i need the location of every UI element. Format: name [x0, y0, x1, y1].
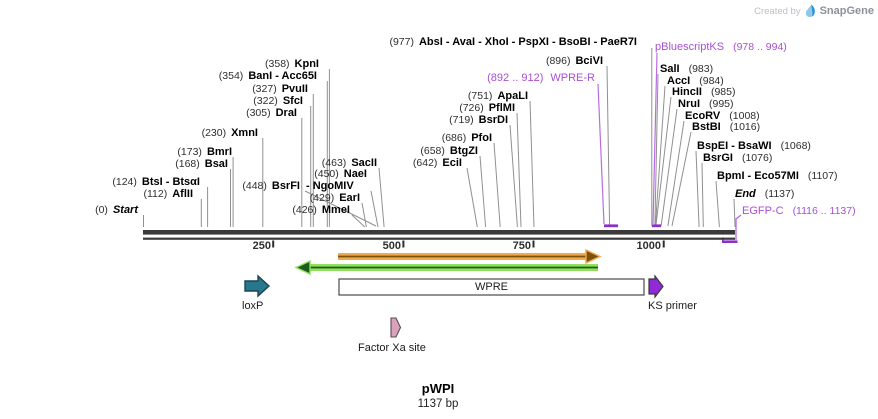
ks-primer-label: KS primer [648, 300, 697, 312]
primer-label-egfp-c[interactable]: EGFP-C(1116 .. 1137) [742, 205, 856, 217]
site-label-bsrfi[interactable]: (448)BsrFI [242, 180, 300, 192]
orange-strand-arrow[interactable] [338, 248, 602, 265]
site-label-eari[interactable]: (429)EarI [309, 192, 360, 204]
site-label-bpmi-eco57mi[interactable]: BpmI - Eco57MI(1107) [717, 170, 838, 182]
ruler-label-500: 500 [382, 240, 401, 252]
site-label-pflmi[interactable]: (726)PflMI [459, 102, 515, 114]
site-label-aflii[interactable]: (112)AflII [143, 188, 193, 200]
site-label-bstbi[interactable]: BstBI(1016) [692, 121, 761, 133]
site-label-end[interactable]: End(1137) [735, 188, 795, 200]
snapgene-logo-icon [805, 4, 815, 18]
site-label-start[interactable]: (0)Start [95, 204, 138, 216]
green-strand-arrow[interactable] [294, 259, 598, 276]
pbluescript-region-mark [652, 224, 661, 228]
ks-primer-feature-arrow[interactable] [648, 274, 664, 299]
site-label-btgzi[interactable]: (658)BtgZI [420, 145, 478, 157]
site-label-mmei[interactable]: (426)MmeI [292, 204, 350, 216]
site-label-kpni[interactable]: (358)KpnI [265, 58, 319, 70]
plasmid-name: pWPI [421, 381, 455, 396]
site-label-naei[interactable]: (450)NaeI [314, 168, 367, 180]
loxp-feature-arrow[interactable] [244, 274, 271, 298]
primer-marks [597, 52, 742, 243]
egfp-c-region-mark [722, 240, 738, 243]
site-label-sfci[interactable]: (322)SfcI [253, 95, 303, 107]
site-label-ecii[interactable]: (642)EciI [412, 157, 462, 169]
created-by-text: Created by [754, 5, 801, 17]
ruler-label-1000: 1000 [636, 240, 661, 252]
factor-xa-feature-arrow[interactable] [390, 317, 402, 338]
site-label-btsi[interactable]: (124)BtsI - BtsαI [112, 176, 200, 188]
site-label-acci[interactable]: AccI(984) [667, 75, 724, 87]
site-label-apali[interactable]: (751)ApaLI [467, 90, 528, 102]
site-label-bsai[interactable]: (168)BsaI [175, 158, 228, 170]
wpre-r-region-mark [604, 224, 618, 228]
site-label-ngomiv[interactable]: - NgoMIV [306, 180, 354, 192]
site-label-bmri[interactable]: (173)BmrI [177, 146, 232, 158]
leader-lines [143, 48, 736, 228]
site-label-pvuii[interactable]: (327)PvuII [252, 83, 308, 95]
loxp-label: loxP [242, 300, 264, 312]
primer-label-wpre-r[interactable]: (892 .. 912)WPRE-R [487, 72, 595, 84]
site-label-bsrgi[interactable]: BsrGI(1076) [703, 152, 773, 164]
factor-xa-label: Factor Xa site [358, 342, 426, 354]
site-label-bani-acc65i[interactable]: (354)BanI - Acc65I [218, 70, 317, 82]
snapgene-brand-text: SnapGene [819, 5, 874, 17]
site-label-xmni[interactable]: (230)XmnI [201, 127, 258, 139]
primer-label-pbluescriptks[interactable]: pBluescriptKS(978 .. 994) [655, 41, 787, 53]
site-label-sacii[interactable]: (463)SacII [321, 157, 377, 169]
ruler-ticks [272, 240, 665, 248]
site-label-hincii[interactable]: HincII(985) [672, 86, 736, 98]
site-label-absi-cluster[interactable]: (977)AbsI - AvaI - XhoI - PspXI - BsoBI … [389, 36, 637, 48]
site-label-bcivi[interactable]: (896)BciVI [545, 55, 603, 67]
ruler-label-750: 750 [512, 240, 531, 252]
wpre-feature-box[interactable] [338, 278, 645, 296]
plasmid-backbone[interactable] [143, 230, 735, 240]
site-label-drai[interactable]: (305)DraI [246, 107, 297, 119]
site-label-sali[interactable]: SalI(983) [660, 63, 714, 75]
plasmid-title-block: pWPI 1137 bp [338, 381, 538, 410]
site-label-pfoi[interactable]: (686)PfoI [441, 132, 492, 144]
site-label-ecorv[interactable]: EcoRV(1008) [685, 110, 760, 122]
site-label-bspei-bsawi[interactable]: BspEI - BsaWI(1068) [697, 140, 811, 152]
site-label-bsrdi[interactable]: (719)BsrDI [449, 114, 508, 126]
ruler-label-250: 250 [252, 240, 271, 252]
plasmid-length: 1137 bp [417, 398, 459, 410]
credit-watermark: Created by SnapGene [754, 4, 874, 18]
wpre-label: WPRE [475, 281, 508, 293]
site-label-nrui[interactable]: NruI(995) [678, 98, 734, 110]
